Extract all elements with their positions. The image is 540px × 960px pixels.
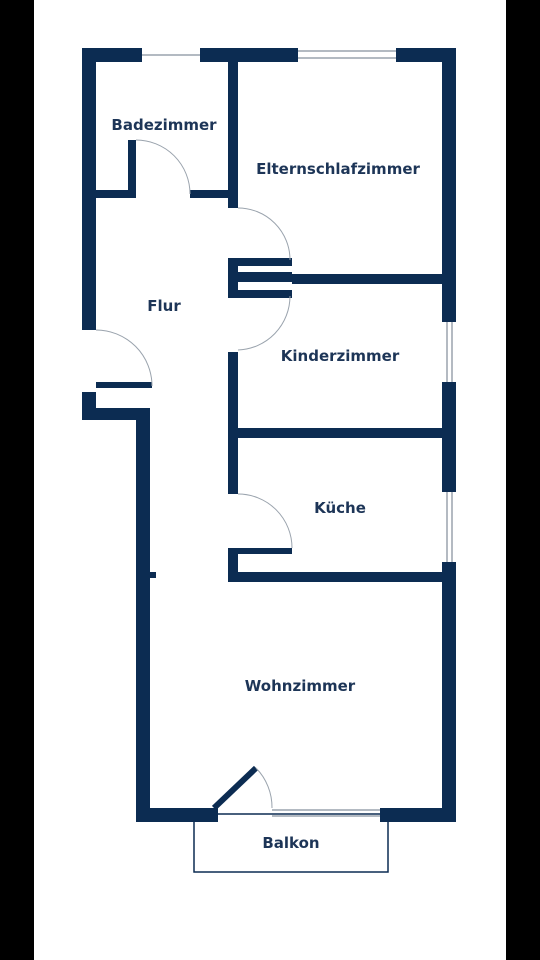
kids-door-swing [237,295,291,351]
left-wall-upper [82,48,96,330]
label-flur: Flur [147,297,181,315]
kitchen-living-divider [228,572,442,582]
bedroom-divider [292,274,442,284]
bottom-wall-right [380,808,456,822]
label-elternschlafzimmer: Elternschlafzimmer [256,160,420,178]
top-wall-right [396,48,456,62]
bathroom-bottom-wall-right [190,190,238,198]
balcony-outline [193,813,389,873]
bathroom-door-swing [135,139,191,195]
room-labels: Badezimmer Elternschlafzimmer Flur Kinde… [111,116,420,852]
closet-outer [228,258,238,298]
bathroom-bottom-stub [128,140,136,198]
hall-wall-kids [228,352,238,494]
bedroom-door-swing [237,207,291,261]
label-wohnzimmer: Wohnzimmer [245,677,356,695]
kitchen-door-swing [237,493,293,549]
top-wall-left [82,48,142,62]
bottom-wall-left [136,808,218,822]
bathroom-right-wall [228,48,238,198]
hall-wall-upper [228,198,238,208]
entry-wall-cap [96,382,152,388]
walls [82,48,456,822]
kitchen-door-stub [228,548,238,578]
label-balkon: Balkon [262,834,319,852]
right-wall-middle [442,382,456,492]
floor-plan-paper [34,0,506,960]
right-wall-lower [442,562,456,822]
left-wall-entry-stub [82,392,96,420]
bathroom-bottom-wall-left [96,190,136,198]
left-wall-lower [136,408,150,822]
kitchen-door-header [228,548,292,554]
door-swings [95,139,293,809]
label-kinderzimmer: Kinderzimmer [281,347,400,365]
entry-door-swing [95,329,153,387]
living-wall-nub [150,572,156,578]
balcony-door-leaf [211,765,259,811]
top-wall-middle [200,48,298,62]
label-kueche: Küche [314,499,366,517]
kids-kitchen-divider [228,428,442,438]
closet-top [228,258,292,266]
windows [142,50,453,817]
label-badezimmer: Badezimmer [111,116,217,134]
balcony-door-swing [255,767,273,809]
closet-inner [238,272,292,282]
closet-bottom [228,290,292,298]
right-wall-upper [442,48,456,322]
